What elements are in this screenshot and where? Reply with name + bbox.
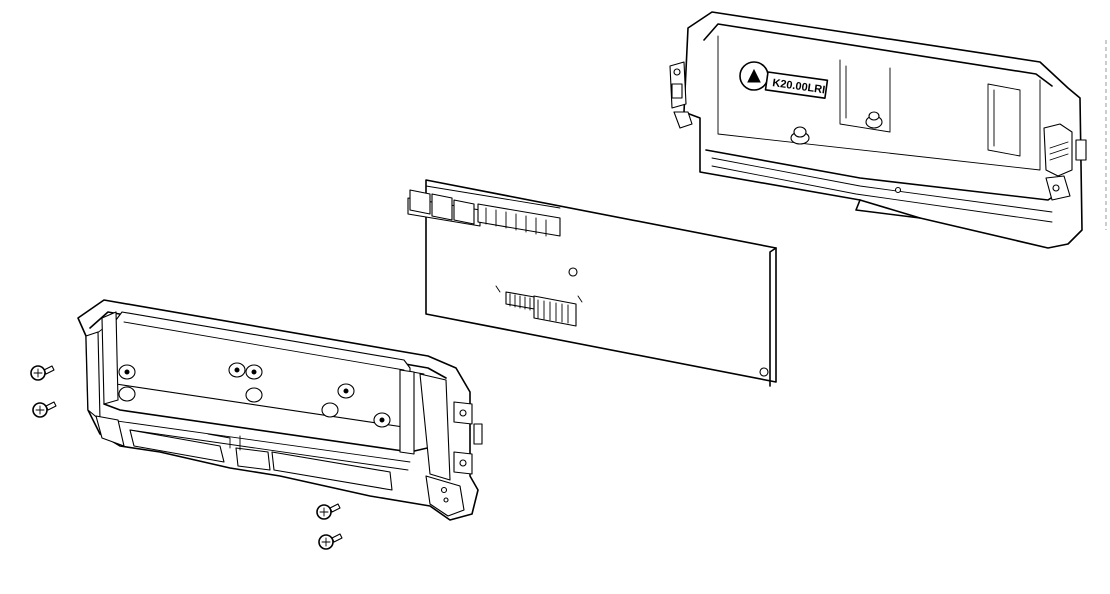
screw-4 <box>318 533 343 550</box>
screw-1 <box>30 365 55 381</box>
top-cover: K20.00LRI <box>669 11 1087 249</box>
screw-3 <box>316 503 341 520</box>
circuit-board <box>407 179 777 387</box>
recycle-triangle-icon <box>747 68 761 83</box>
screw-2 <box>32 401 57 418</box>
base-housing <box>77 299 483 521</box>
